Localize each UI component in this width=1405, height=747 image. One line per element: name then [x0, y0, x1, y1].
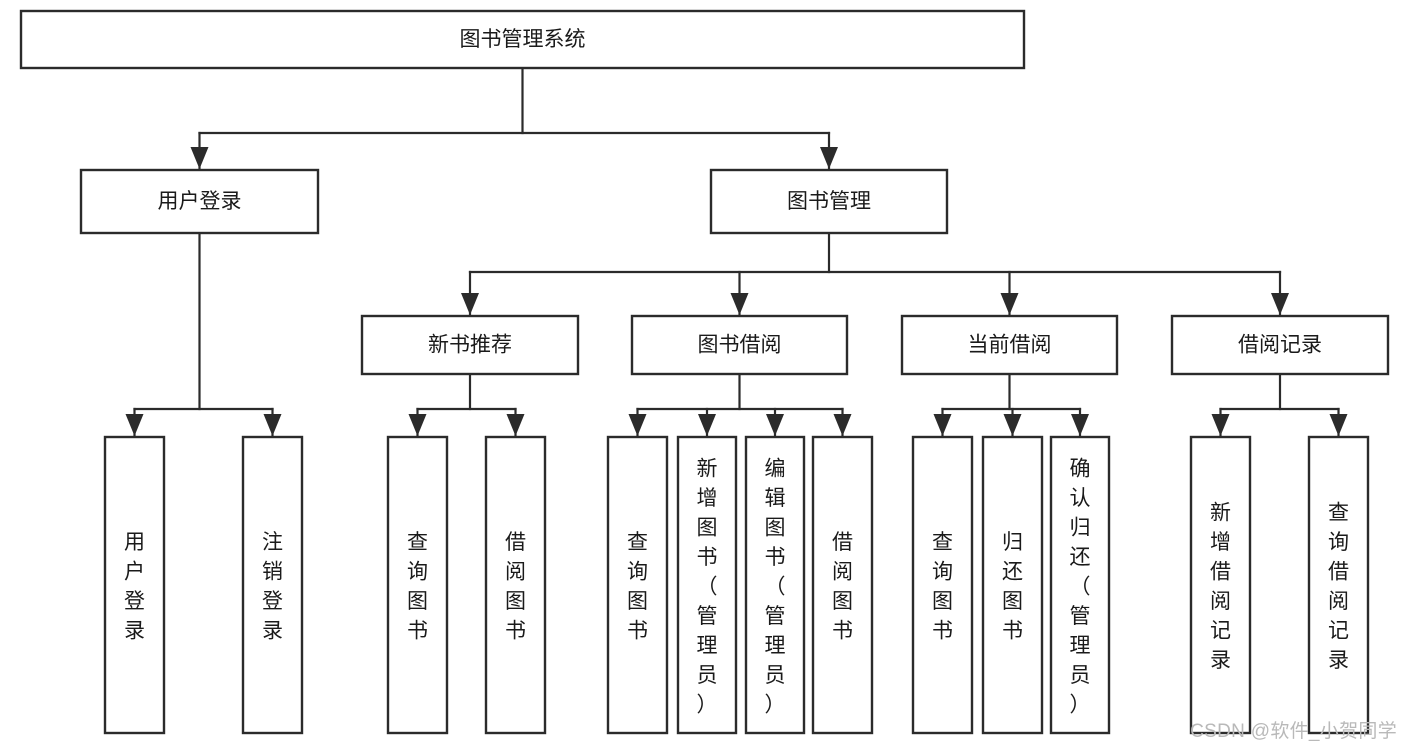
node-l3-0-rect [360, 314, 580, 376]
node-l3-3-label: 借阅记录 [1238, 334, 1322, 357]
node-leaf-3-1[interactable]: 查询借阅记录 [1307, 435, 1370, 735]
node-leaf-2-2-rect [1049, 435, 1111, 735]
node-leaf-3-0-rect [1189, 435, 1252, 735]
node-l3-1[interactable]: 图书借阅 [630, 314, 849, 376]
node-l3-1-label: 图书借阅 [698, 334, 782, 357]
node-leaf-2-0[interactable]: 查询图书 [911, 435, 974, 735]
arrow-head-icon [1271, 293, 1289, 315]
node-leaf-3-1-rect [1307, 435, 1370, 735]
node-leaf-l2-0-0-label: 用户登录 [124, 531, 145, 643]
node-leaf-0-0-rect [386, 435, 449, 735]
node-leaf-1-2-label: 编辑图书（管理员） [765, 457, 786, 716]
arrow-head-icon [933, 414, 952, 436]
node-root-图书管理系统[interactable]: 图书管理系统 [19, 9, 1026, 70]
arrow-head-icon [730, 293, 749, 315]
arrow-head-icon [1003, 414, 1022, 436]
node-leaf-3-0[interactable]: 新增借阅记录 [1189, 435, 1252, 735]
node-l3-2-rect [900, 314, 1119, 376]
arrow-head-icon [408, 414, 427, 436]
node-leaf-0-1[interactable]: 借阅图书 [484, 435, 547, 735]
arrow-head-icon [1000, 293, 1019, 315]
arrow-head-icon [833, 414, 852, 436]
node-l2-0[interactable]: 用户登录 [79, 168, 320, 235]
node-leaf-3-0-label: 新增借阅记录 [1210, 502, 1231, 673]
connector-layer [125, 66, 1348, 438]
arrow-head-icon [461, 293, 479, 315]
node-root-图书管理系统-rect [19, 9, 1026, 70]
arrow-head-icon [766, 414, 784, 436]
arrow-head-icon [125, 414, 144, 436]
node-l2-1[interactable]: 图书管理 [709, 168, 949, 235]
node-leaf-1-2[interactable]: 编辑图书（管理员） [744, 435, 806, 735]
arrow-head-icon [190, 147, 209, 169]
arrow-head-icon [1211, 414, 1230, 436]
node-leaf-l2-0-1-label: 注销登录 [262, 531, 283, 643]
node-leaf-l2-0-0[interactable]: 用户登录 [103, 435, 166, 735]
node-leaf-2-0-rect [911, 435, 974, 735]
node-l3-3-rect [1170, 314, 1390, 376]
node-leaf-1-2-rect [744, 435, 806, 735]
node-root-图书管理系统-label: 图书管理系统 [460, 28, 586, 51]
node-leaf-0-1-label: 借阅图书 [505, 531, 526, 643]
node-leaf-1-0-rect [606, 435, 669, 735]
node-l3-1-rect [630, 314, 849, 376]
node-leaf-0-0-label: 查询图书 [407, 531, 428, 643]
arrow-head-icon [820, 147, 838, 169]
node-leaf-1-0[interactable]: 查询图书 [606, 435, 669, 735]
node-leaf-1-3-label: 借阅图书 [832, 531, 853, 643]
node-leaf-2-1-rect [981, 435, 1044, 735]
arrow-head-icon [628, 414, 647, 436]
node-leaf-2-1-label: 归还图书 [1002, 531, 1023, 643]
node-leaf-1-1-label: 新增图书（管理员） [697, 457, 718, 716]
node-leaf-1-0-label: 查询图书 [627, 531, 648, 643]
node-l2-0-rect [79, 168, 320, 235]
node-leaf-2-2-label: 确认归还（管理员） [1070, 457, 1091, 716]
node-leaf-2-0-label: 查询图书 [932, 531, 953, 643]
node-l2-1-rect [709, 168, 949, 235]
node-leaf-l2-0-0-rect [103, 435, 166, 735]
node-leaf-0-0[interactable]: 查询图书 [386, 435, 449, 735]
node-leaf-1-1[interactable]: 新增图书（管理员） [676, 435, 738, 735]
node-leaf-l2-0-1[interactable]: 注销登录 [241, 435, 304, 735]
node-leaf-2-2[interactable]: 确认归还（管理员） [1049, 435, 1111, 735]
node-leaf-l2-0-1-rect [241, 435, 304, 735]
node-leaf-1-3-rect [811, 435, 874, 735]
node-l3-2[interactable]: 当前借阅 [900, 314, 1119, 376]
node-l2-0-label: 用户登录 [158, 190, 242, 213]
arrow-head-icon [1329, 414, 1348, 436]
arrow-head-icon [263, 414, 282, 436]
arrow-head-icon [698, 414, 716, 436]
node-l3-2-label: 当前借阅 [968, 334, 1052, 357]
node-leaf-2-1[interactable]: 归还图书 [981, 435, 1044, 735]
node-l3-0[interactable]: 新书推荐 [360, 314, 580, 376]
node-layer: 图书管理系统用户登录用户登录注销登录图书管理新书推荐查询图书借阅图书图书借阅查询… [19, 9, 1390, 735]
node-leaf-0-1-rect [484, 435, 547, 735]
node-leaf-1-1-rect [676, 435, 738, 735]
node-leaf-1-3[interactable]: 借阅图书 [811, 435, 874, 735]
arrow-head-icon [1071, 414, 1089, 436]
arrow-head-icon [506, 414, 525, 436]
node-l2-1-label: 图书管理 [787, 190, 871, 213]
node-leaf-3-1-label: 查询借阅记录 [1328, 502, 1349, 673]
node-l3-3[interactable]: 借阅记录 [1170, 314, 1390, 376]
node-l3-0-label: 新书推荐 [428, 334, 512, 357]
